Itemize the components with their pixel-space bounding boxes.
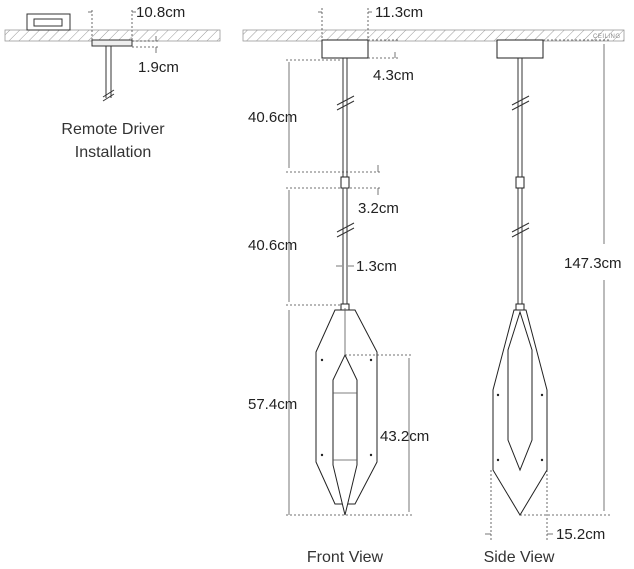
stem-upper-label: 40.6cm bbox=[248, 109, 297, 126]
overall-height-label: 147.3cm bbox=[564, 255, 622, 272]
stem-lower-label: 40.6cm bbox=[248, 237, 297, 254]
ceiling-left bbox=[4, 29, 221, 42]
side-view: 147.3cm 15.2cm Side View bbox=[484, 39, 622, 566]
shade-depth-label: 15.2cm bbox=[556, 526, 605, 543]
driver-plate bbox=[91, 39, 133, 47]
side-inner-crystal bbox=[507, 310, 533, 472]
front-coupler bbox=[340, 176, 350, 189]
front-canopy bbox=[321, 39, 369, 59]
driver-caption-line2: Installation bbox=[75, 144, 152, 161]
side-canopy bbox=[496, 39, 544, 59]
shade-height-label: 57.4cm bbox=[248, 396, 297, 413]
driver-width-label: 10.8cm bbox=[136, 4, 185, 21]
ceiling-label: CEILING bbox=[593, 34, 621, 40]
coupler-label: 3.2cm bbox=[358, 200, 399, 217]
canopy-height-label: 4.3cm bbox=[373, 67, 414, 84]
driver-caption-line1: Remote Driver bbox=[61, 121, 165, 138]
side-stem-joint bbox=[515, 303, 525, 311]
stem-diameter-label: 1.3cm bbox=[356, 258, 397, 275]
driver-depth-label: 1.9cm bbox=[138, 59, 179, 76]
front-view: 11.3cm 4.3cm 40.6cm 3.2cm 40.6cm 1.3cm 5… bbox=[248, 4, 429, 566]
side-view-caption: Side View bbox=[484, 549, 555, 566]
side-coupler bbox=[515, 176, 525, 189]
front-view-caption: Front View bbox=[307, 549, 384, 566]
driver-installation: 10.8cm 1.9cm Remote Driver Installation bbox=[4, 4, 221, 161]
driver-box-inner bbox=[33, 18, 63, 27]
ceiling-right bbox=[242, 29, 625, 42]
inner-height-label: 43.2cm bbox=[380, 428, 429, 445]
front-inner-crystal bbox=[332, 353, 358, 516]
canopy-width-label: 11.3cm bbox=[375, 4, 423, 21]
